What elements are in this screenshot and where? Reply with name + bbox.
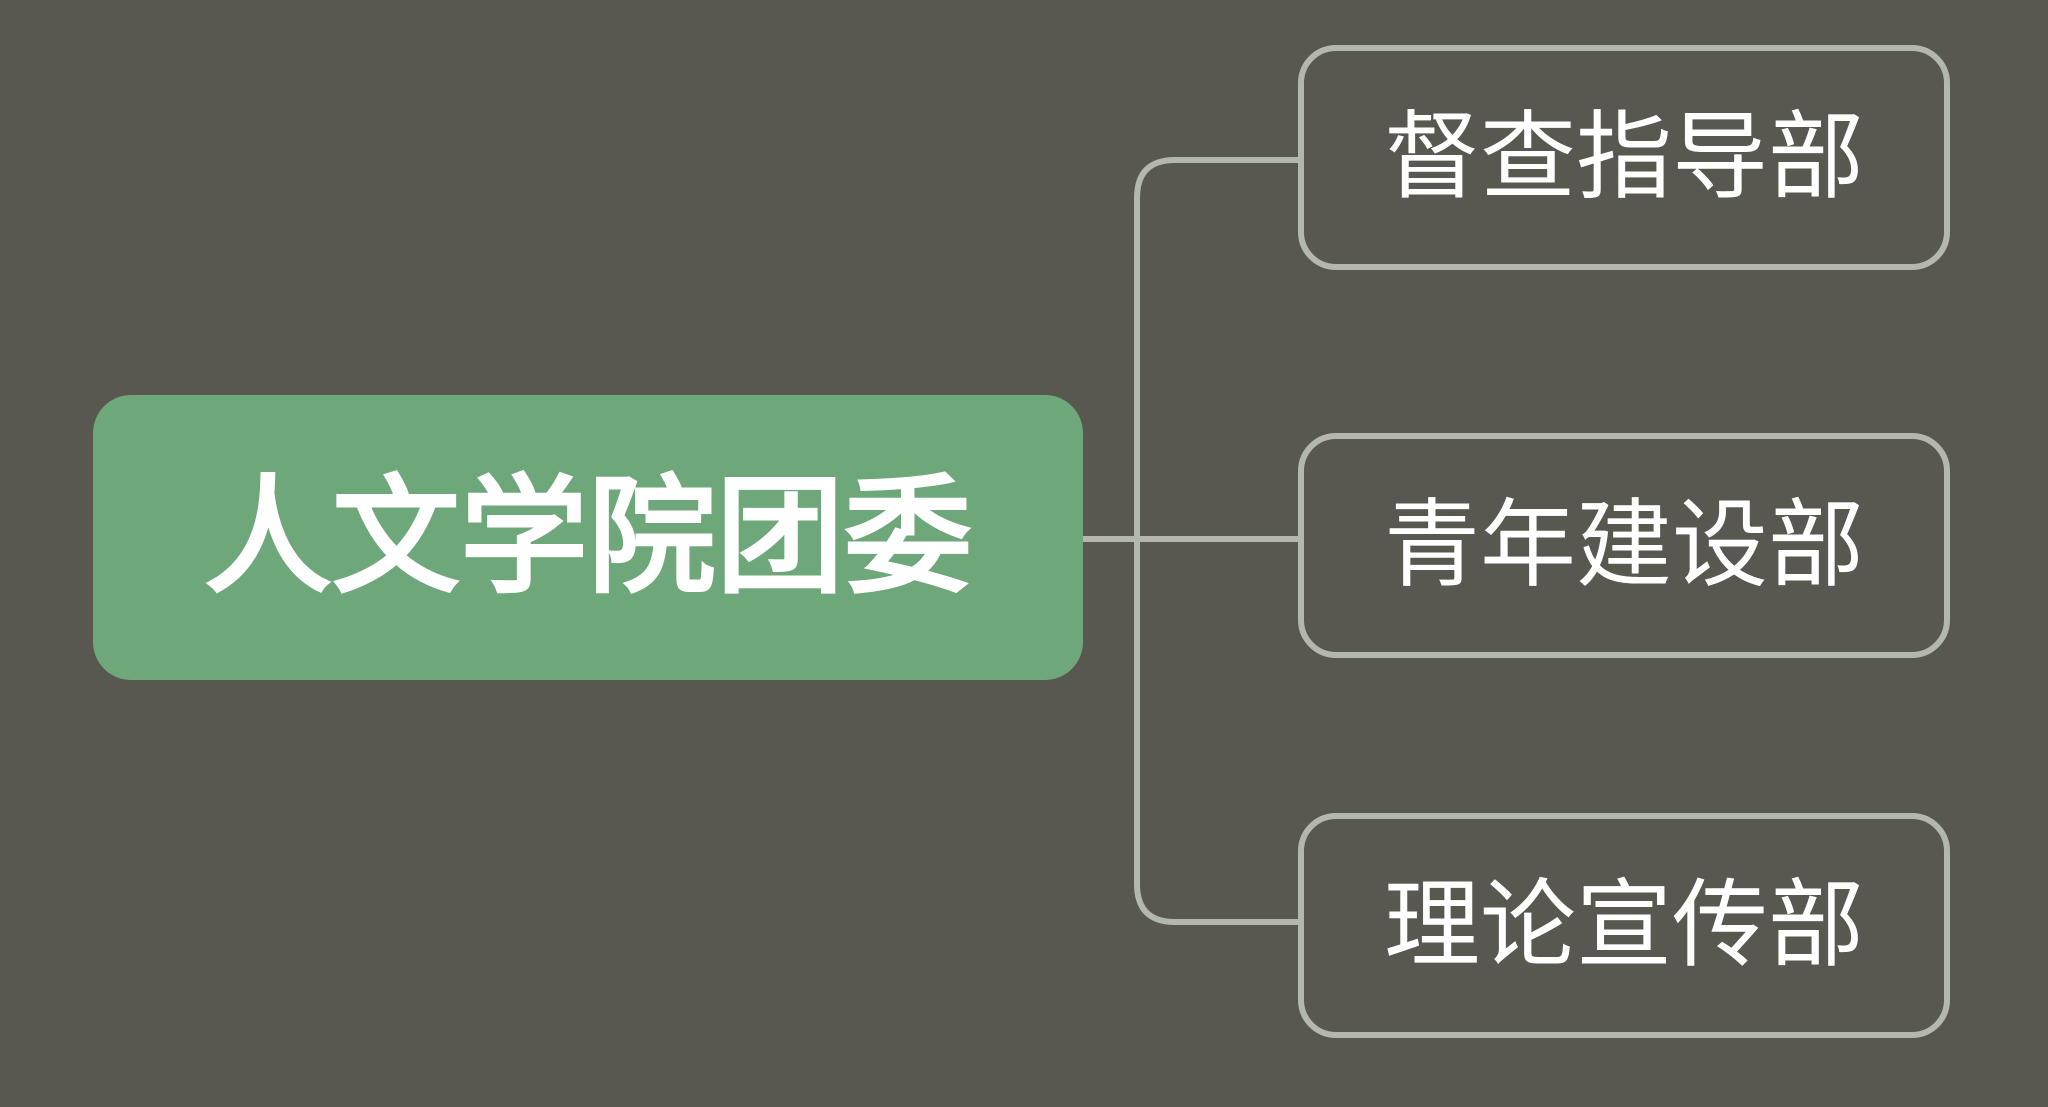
child-node-3-label: 理论宣传部 xyxy=(1384,871,1864,979)
child-node-2-label: 青年建设部 xyxy=(1384,491,1864,599)
child-node-1[interactable]: 督查指导部 xyxy=(1298,45,1950,270)
child-node-3[interactable]: 理论宣传部 xyxy=(1298,813,1950,1038)
connector-root-to-child-1-and-3 xyxy=(1134,157,1303,925)
child-node-2[interactable]: 青年建设部 xyxy=(1298,433,1950,658)
root-node[interactable]: 人文学院团委 xyxy=(93,395,1083,680)
root-node-label: 人文学院团委 xyxy=(203,465,972,609)
child-node-1-label: 督查指导部 xyxy=(1384,103,1864,211)
